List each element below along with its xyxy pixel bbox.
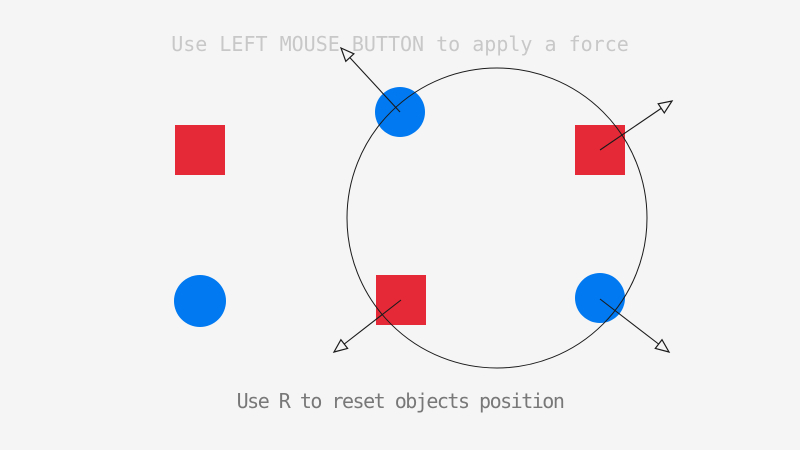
- boundary-circle: [346, 67, 648, 369]
- force-arrow-bottom-right-circle-head-icon: [654, 338, 671, 353]
- instruction-reset-objects: Use R to reset objects position: [236, 389, 565, 413]
- force-arrow-bottom-right-circle-line: [599, 298, 670, 353]
- force-arrow-top-circle-head-icon: [339, 46, 355, 63]
- force-arrow-bottom-square-head-icon: [332, 338, 349, 353]
- blue-circle-bottom-right[interactable]: [575, 273, 625, 323]
- red-square-left[interactable]: [175, 125, 225, 175]
- force-arrow-bottom-square-line: [333, 299, 402, 353]
- instruction-apply-force: Use LEFT MOUSE BUTTON to apply a force: [171, 32, 629, 56]
- force-arrow-right-square-head-icon: [657, 100, 674, 114]
- force-arrow-right-square-line: [599, 100, 673, 151]
- blue-circle-left[interactable]: [174, 275, 226, 327]
- force-arrow-top-circle-line: [340, 47, 401, 113]
